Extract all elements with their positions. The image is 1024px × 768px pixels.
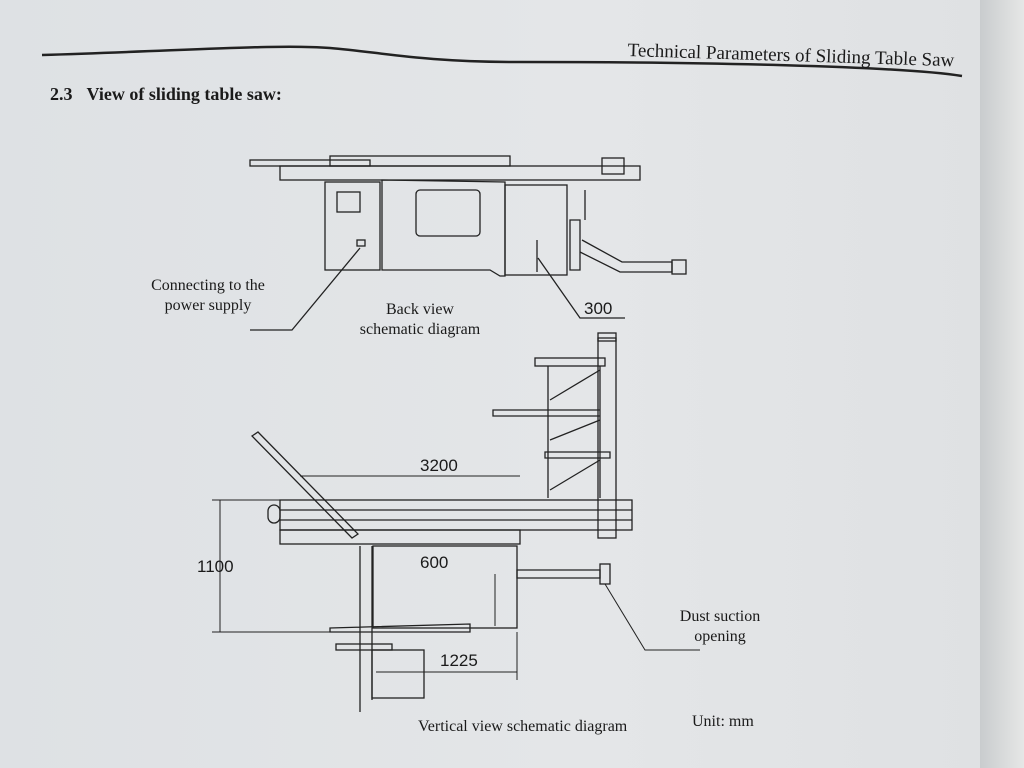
power-callout-line2: power supply — [164, 297, 252, 314]
dim-600: 600 — [420, 553, 449, 572]
dim-3200: 3200 — [420, 456, 458, 475]
back-view-caption: Back view schematic diagram — [340, 300, 500, 340]
back-view-caption-line2: schematic diagram — [359, 321, 481, 338]
vertical-view-caption: Vertical view schematic diagram — [418, 718, 628, 735]
section-number: 2.3 — [50, 84, 73, 104]
callout-lines — [250, 247, 625, 331]
power-callout-line1: Connecting to the — [151, 277, 265, 294]
page-edge — [980, 0, 1024, 768]
back-view-caption-line1: Back view — [386, 301, 454, 318]
dust-suction-callout: Dust suction opening — [665, 607, 775, 647]
unit-label: Unit: mm — [692, 713, 754, 730]
dim-1100: 1100 — [197, 557, 234, 576]
document-page — [0, 0, 980, 768]
power-supply-callout: Connecting to the power supply — [140, 276, 276, 316]
dust-callout-line2: opening — [694, 628, 746, 645]
section-title: View of sliding table saw: — [86, 84, 282, 104]
dim-300: 300 — [584, 299, 613, 318]
vertical-view-diagram — [212, 332, 700, 712]
back-view-diagram — [249, 155, 687, 277]
dim-1225: 1225 — [440, 651, 478, 670]
dust-callout-line1: Dust suction — [679, 608, 761, 625]
header-rule — [41, 45, 963, 78]
section-heading: 2.3 View of sliding table saw: — [50, 84, 296, 105]
